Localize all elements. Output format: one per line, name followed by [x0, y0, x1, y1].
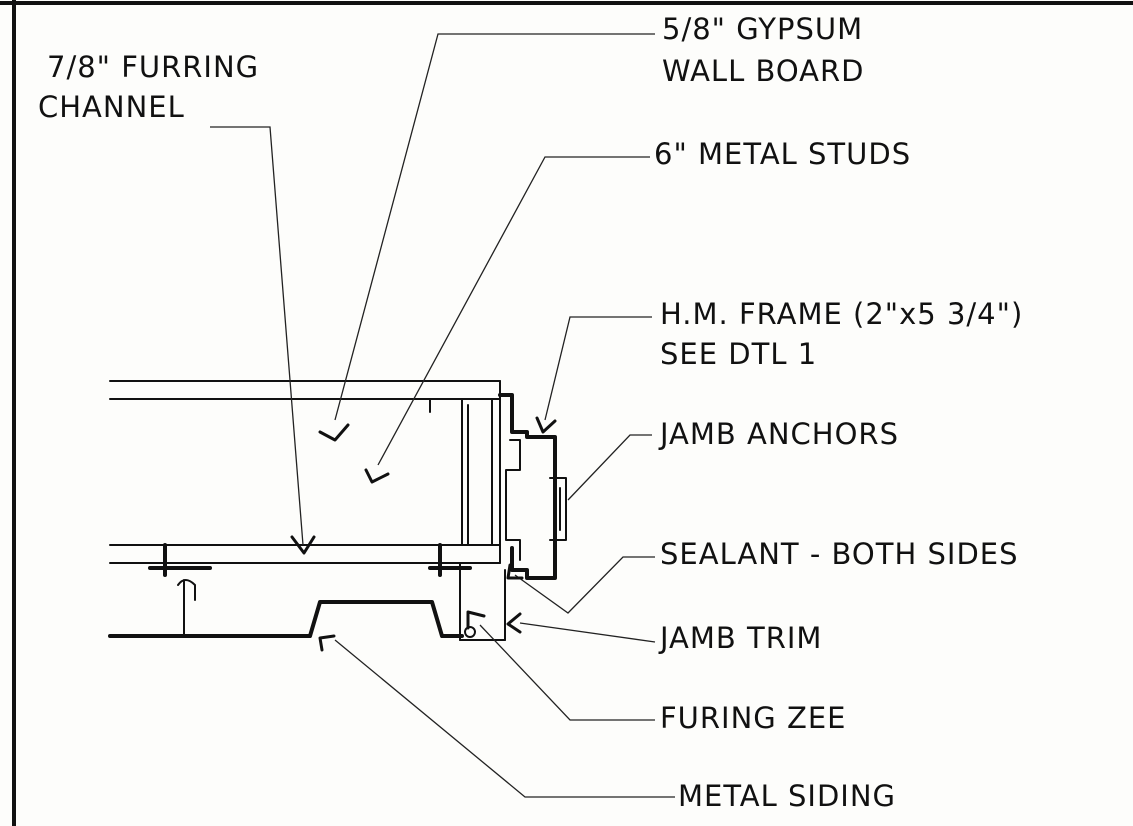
- label-gypsum-line1: 5/8" GYPSUM: [662, 12, 864, 46]
- label-metal-siding: METAL SIDING: [678, 779, 897, 813]
- label-jamb-anchors: JAMB ANCHORS: [660, 417, 899, 451]
- label-gypsum-line2: WALL BOARD: [662, 54, 865, 88]
- leader-lines: [210, 33, 675, 798]
- furring-channel: [109, 543, 501, 637]
- jamb-trim: [459, 562, 506, 641]
- label-hm-frame-line2: SEE DTL 1: [660, 337, 818, 371]
- label-furring-channel-line2: CHANNEL: [38, 90, 185, 124]
- label-furring-channel-line1: 7/8" FURRING: [47, 50, 260, 84]
- jamb-anchor: [549, 477, 567, 541]
- label-furing-zee: FURING ZEE: [660, 701, 847, 735]
- label-jamb-trim: JAMB TRIM: [660, 621, 823, 655]
- label-hm-frame-line1: H.M. FRAME (2"x5 3/4"): [660, 297, 1024, 331]
- metal-siding: [108, 600, 464, 638]
- hm-frame-inner: [505, 439, 521, 561]
- gypsum-board: [109, 380, 501, 546]
- label-sealant: SEALANT - BOTH SIDES: [660, 537, 1019, 571]
- hm-frame-profile: [498, 393, 557, 580]
- label-metal-studs: 6" METAL STUDS: [654, 137, 912, 171]
- metal-stud: [429, 398, 469, 546]
